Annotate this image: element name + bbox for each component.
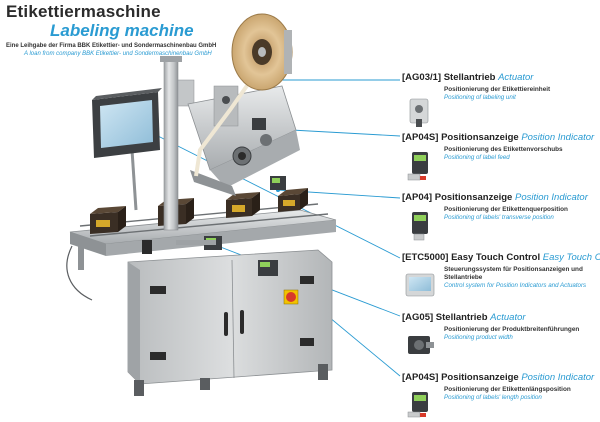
component-desc-en: Positioning of labeling unit [444,94,516,101]
front-devices [142,236,278,276]
component-type-en: Easy Touch Control [542,252,600,263]
component-desc-de: Steuerungssystem für Positionsanzeigen u… [444,266,583,281]
component-code: [AG05] Stellantrieb [402,312,488,323]
component-desc-en: Positioning of labels' length position [444,394,542,401]
component-item-ag03: [AG03/1] Stellantrieb Actuator Positioni… [402,72,598,101]
machine-column [160,56,195,231]
component-item-ap04s-length: [AP04S] Positionsanzeige Position Indica… [402,372,598,401]
component-code: [AP04S] Positionsanzeige [402,372,519,383]
component-desc-en: Positioning of label feed [444,154,510,161]
component-type-en: Position Indicator [521,372,595,383]
subtitle-german: Eine Leihgabe der Firma BBK Etikettier- … [6,43,217,49]
position-indicator-icon [407,392,428,418]
machine-cabinet [127,249,333,396]
labeling-head [187,68,300,196]
touch-control-panel [92,88,162,211]
component-item-etc5000: [ETC5000] Easy Touch Control Easy Touch … [402,252,600,289]
component-item-ag05: [AG05] Stellantrieb Actuator Positionier… [402,312,598,341]
actuator-icon [409,98,429,127]
component-type-en: Position Indicator [514,192,588,203]
component-desc-de: Positionierung der Produktbreitenführung… [444,326,580,333]
component-desc-de: Positionierung des Etikettenvorschubs [444,146,563,153]
component-desc-en: Positioning product width [444,334,513,341]
component-thumbnails [405,98,435,418]
component-desc-de: Positionierung der Etikettiereinheit [444,86,551,93]
component-type-en: Actuator [490,312,526,323]
component-type-en: Actuator [498,72,534,83]
component-desc-de: Positionierung der Etikettenlängspositio… [444,386,571,393]
position-indicator-icon [407,152,428,181]
subtitle-english: A loan from company BBK Etikettier- und … [24,51,212,57]
component-item-ap04s-feed: [AP04S] Positionsanzeige Position Indica… [402,132,598,161]
component-item-ap04: [AP04] Positionsanzeige Position Indicat… [402,192,598,221]
component-desc-en: Control system for Position Indicators a… [444,282,587,289]
control-system-icon [405,273,435,297]
title-german: Etikettiermaschine [6,2,161,21]
component-type-en: Position Indicator [521,132,595,143]
component-desc-de: Positionierung der Etikettenquerposition [444,206,568,213]
component-code: [AG03/1] Stellantrieb [402,72,496,83]
label-roll [231,13,293,91]
actuator-icon [408,336,434,354]
component-code: [AP04] Positionsanzeige [402,192,513,203]
component-code: [AP04S] Positionsanzeige [402,132,519,143]
position-indicator-icon [412,212,428,241]
component-desc-en: Positioning of labels' transverse positi… [444,214,554,221]
title-english: Labeling machine [50,21,194,40]
component-code: [ETC5000] Easy Touch Control [402,252,541,263]
